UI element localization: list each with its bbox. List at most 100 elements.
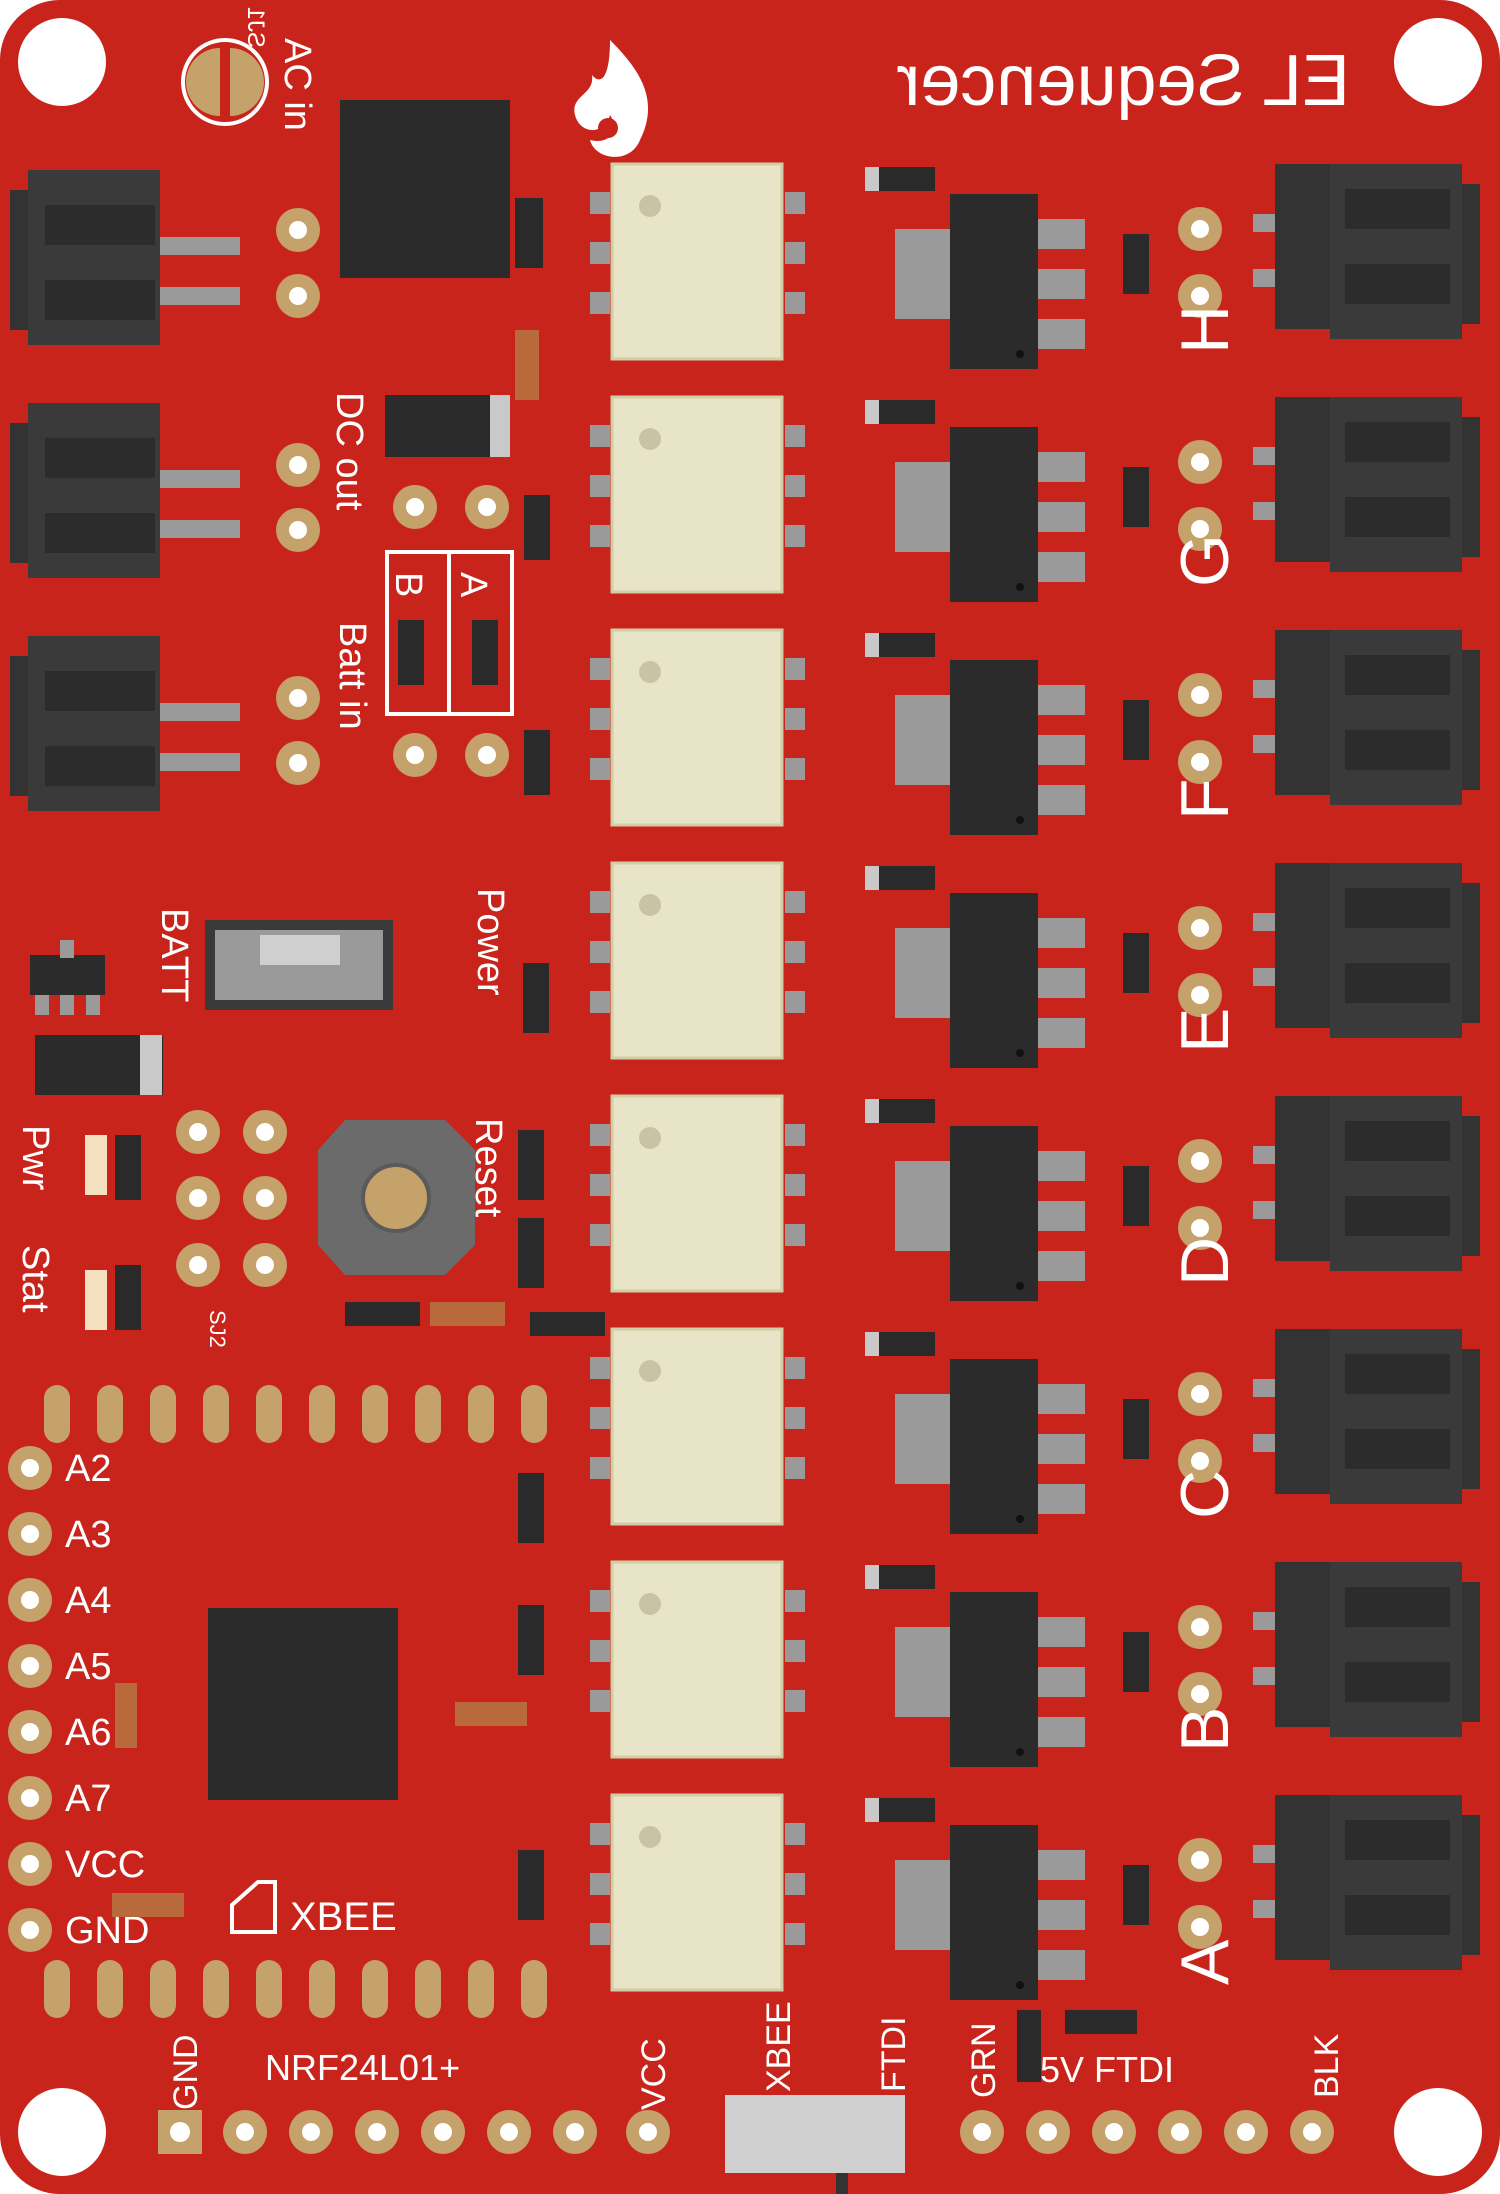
dc-out-label: DC out [328, 392, 370, 511]
analog-pin: VCC [8, 1842, 145, 1886]
xbee-label: XBEE [290, 1895, 397, 1939]
channel-label-e: E [1167, 1008, 1243, 1053]
triac [950, 1825, 1038, 2000]
reset-button[interactable] [318, 1120, 475, 1275]
ftdi-switch-label: FTDI [875, 2016, 913, 2092]
channel-label-d: D [1167, 1237, 1243, 1286]
batt-label: BATT [153, 908, 195, 1002]
left-connectors [10, 170, 240, 811]
grn-label: GRN [965, 2022, 1003, 2098]
blk-label: BLK [1308, 2033, 1346, 2098]
mounting-hole-bottom-right [1394, 2088, 1482, 2176]
board-title: EL Sequencer [896, 41, 1350, 121]
sj2-pads [176, 1110, 287, 1287]
analog-pin-list: A2 A3 A4 A5 A6 A7 VCC GND [8, 1446, 149, 1952]
channel-label-a: A [1167, 1939, 1243, 1985]
xbee-ftdi-switch[interactable] [725, 2095, 905, 2194]
channel-row-g [590, 395, 1480, 602]
triac [950, 660, 1038, 835]
optocoupler [610, 395, 784, 594]
triac [950, 194, 1038, 369]
sj2-label: SJ2 [205, 1310, 230, 1348]
channel-rows: A B C D E F G H [590, 162, 1480, 2000]
analog-pin-label: A3 [65, 1514, 111, 1556]
optocoupler [610, 1327, 784, 1526]
xbee-footprint-icon [230, 1880, 277, 1934]
channel-row-b [590, 1560, 1480, 1767]
triac [950, 1592, 1038, 1767]
nrf-label: NRF24L01+ [265, 2047, 460, 2088]
power-ic [340, 100, 510, 278]
pwr-led [85, 1135, 107, 1195]
microcontroller [208, 1608, 398, 1800]
sj1-pad-left [186, 48, 220, 116]
gnd-bottom-label: GND [167, 2034, 205, 2110]
triac [950, 1126, 1038, 1301]
jumper-a-label: A [452, 572, 494, 598]
jumper-a-pad [472, 620, 498, 685]
channel-row-d [590, 1094, 1480, 1301]
sj1-outline [181, 38, 269, 126]
nrf-pin-row [158, 2110, 670, 2154]
optocoupler [610, 1793, 784, 1992]
five-v-ftdi-label: 5V FTDI [1040, 2049, 1174, 2090]
sj1-label: SJ1 [242, 7, 269, 48]
analog-pin-label: A6 [65, 1712, 111, 1754]
optocoupler [610, 1094, 784, 1293]
channel-label-h: H [1167, 305, 1243, 354]
mounting-hole-bottom-left [18, 2088, 106, 2176]
ac-in-label: AC in [276, 38, 318, 131]
analog-pin-label: A5 [65, 1646, 111, 1688]
stat-led [85, 1270, 107, 1330]
channel-label-f: F [1167, 778, 1243, 820]
analog-pin: A5 [8, 1644, 111, 1688]
stat-label: Stat [14, 1245, 56, 1313]
analog-pin: A6 [8, 1710, 111, 1754]
channel-row-h [590, 162, 1480, 369]
channel-label-g: G [1167, 534, 1243, 587]
channel-row-c [590, 1327, 1480, 1534]
analog-pin: A7 [8, 1776, 111, 1820]
triac [950, 427, 1038, 602]
mounting-hole-top-right [1394, 18, 1482, 106]
diode-band [490, 395, 510, 457]
channel-row-f [590, 628, 1480, 835]
batt-switch[interactable] [205, 920, 393, 1010]
optocoupler [610, 162, 784, 361]
batt-in-label: Batt in [331, 622, 373, 730]
pwr-label: Pwr [14, 1125, 56, 1191]
analog-pin-label: A2 [65, 1448, 111, 1490]
vcc-bottom-label: VCC [635, 2038, 673, 2110]
power-label: Power [469, 888, 511, 996]
analog-pin: A3 [8, 1512, 111, 1556]
bottom-header-row [44, 1960, 547, 2018]
reset-label: Reset [467, 1118, 509, 1218]
triac [950, 893, 1038, 1068]
xbee-switch-label: XBEE [760, 2001, 798, 2092]
sj1-pad-right [230, 48, 264, 116]
top-header-row [44, 1385, 547, 1443]
mounting-hole-top-left [18, 18, 106, 106]
analog-pin-label: A7 [65, 1778, 111, 1820]
left-header-pads [276, 208, 509, 785]
triac [950, 1359, 1038, 1534]
optocoupler [610, 1560, 784, 1759]
channel-row-a [590, 1793, 1480, 2000]
jumper-b-label: B [387, 572, 429, 597]
flame-logo-icon [574, 40, 649, 157]
smd-resistor [515, 330, 539, 400]
analog-pin-label: A4 [65, 1580, 111, 1622]
diode [385, 395, 510, 457]
optocoupler [610, 861, 784, 1060]
smd-cap [515, 198, 543, 268]
analog-pin-label: VCC [65, 1844, 145, 1886]
ftdi-pin-row [960, 2110, 1334, 2154]
optocoupler [610, 628, 784, 827]
analog-pin: A4 [8, 1578, 111, 1622]
analog-pin: A2 [8, 1446, 111, 1490]
channel-label-b: B [1167, 1707, 1243, 1752]
jumper-b-pad [398, 620, 424, 685]
channel-row-e [590, 861, 1480, 1068]
channel-label-c: C [1167, 1470, 1243, 1519]
